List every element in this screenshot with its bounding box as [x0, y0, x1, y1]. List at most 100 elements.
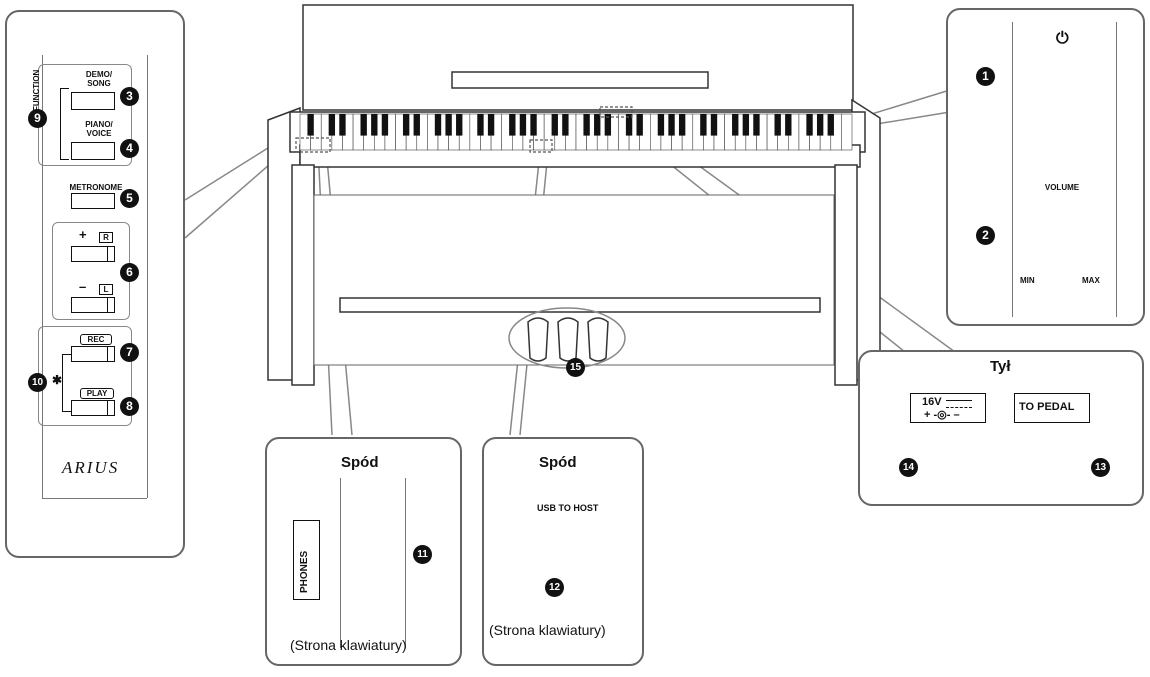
bluetooth-icon: ✱ [52, 373, 63, 387]
minus-label: – [79, 279, 87, 294]
black-key [583, 114, 590, 136]
white-key [841, 113, 853, 151]
black-key [413, 114, 420, 136]
keyboard-keys [299, 113, 853, 151]
callout-7: 7 [120, 343, 139, 362]
panel-side-line [42, 55, 43, 498]
black-key [625, 114, 633, 136]
panel-bottom-line [42, 498, 147, 499]
black-key [360, 114, 367, 136]
metronome-button[interactable] [71, 193, 115, 209]
black-key [657, 114, 665, 136]
music-rest [302, 4, 854, 111]
callout-8: 8 [120, 397, 139, 416]
black-key [774, 114, 781, 136]
usb-detail [482, 437, 644, 666]
tempo-down-button[interactable] [71, 297, 115, 313]
power-panel-line-2 [1116, 22, 1117, 317]
callout-5: 5 [120, 189, 139, 208]
black-key [519, 114, 527, 136]
black-key [434, 114, 442, 136]
function-label: FUNCTION [32, 69, 41, 111]
rec-play-bracket [62, 354, 71, 412]
piano-voice-button[interactable] [71, 142, 115, 160]
play-label: PLAY [80, 388, 114, 399]
callout-9: 9 [28, 109, 47, 128]
power-icon: ⏻ [1056, 30, 1069, 47]
power-panel-line [1012, 22, 1013, 317]
black-key [339, 114, 346, 136]
to-pedal-label: TO PEDAL [1019, 401, 1075, 413]
black-key [509, 114, 516, 136]
callout-1: 1 [976, 67, 995, 86]
volume-label: VOLUME [1044, 183, 1080, 192]
metronome-label: METRONOME [69, 183, 123, 192]
marker-boxes [295, 106, 633, 153]
black-key [487, 114, 495, 136]
pedals [527, 317, 609, 362]
black-key [710, 114, 718, 136]
callout-14: 14 [899, 458, 918, 477]
black-key [827, 114, 834, 136]
black-key [604, 114, 612, 136]
black-key [742, 114, 750, 136]
callout-13: 13 [1091, 458, 1110, 477]
black-key [530, 114, 537, 136]
black-key [371, 114, 378, 136]
callout-4: 4 [120, 139, 139, 158]
max-label: MAX [1082, 276, 1100, 285]
black-key [668, 114, 675, 136]
polarity-label: + -◎- – [924, 409, 960, 421]
power-volume-detail [946, 8, 1145, 326]
phones-label-box [293, 520, 320, 600]
r-label: R [99, 232, 113, 243]
usb-caption: (Strona klawiatury) [489, 622, 606, 638]
rear-title: Tył [990, 358, 1011, 375]
callout-12: 12 [545, 578, 564, 597]
usb-panel-title: Spód [539, 454, 577, 471]
dc-rating-box [910, 393, 986, 423]
black-key [732, 114, 739, 136]
black-key [816, 114, 824, 136]
function-bracket [60, 88, 69, 160]
piano-voice-label: PIANO/ VOICE [85, 120, 113, 138]
arius-logo: ARIUS [62, 458, 120, 477]
black-key [562, 114, 569, 136]
phones-line-1 [340, 478, 341, 648]
black-key [678, 114, 686, 136]
callout-3: 3 [120, 87, 139, 106]
black-key [402, 114, 410, 136]
phones-panel-title: Spód [341, 454, 379, 471]
black-key [753, 114, 760, 136]
phones-line-2 [405, 478, 406, 648]
black-key [806, 114, 813, 136]
callout-10: 10 [28, 373, 47, 392]
plus-label: + [79, 227, 87, 242]
black-key [785, 114, 792, 136]
black-key [307, 114, 314, 136]
callout-6: 6 [120, 263, 139, 282]
rec-label: REC [80, 334, 112, 345]
black-key [594, 114, 601, 136]
black-key [551, 114, 558, 136]
to-pedal-box [1014, 393, 1090, 423]
demo-song-button[interactable] [71, 92, 115, 110]
callout-11: 11 [413, 545, 432, 564]
tempo-up-button[interactable] [71, 246, 115, 262]
phones-caption: (Strona klawiatury) [290, 637, 407, 653]
rear-panel-detail [858, 350, 1144, 506]
black-key [445, 114, 452, 136]
black-key [700, 114, 707, 136]
black-key [456, 114, 463, 136]
min-label: MIN [1020, 276, 1035, 285]
l-label: L [99, 284, 113, 295]
black-key [477, 114, 484, 136]
callout-2: 2 [976, 226, 995, 245]
play-button[interactable] [71, 400, 115, 416]
usb-label: USB TO HOST [537, 503, 599, 513]
phones-label: PHONES [299, 550, 310, 593]
callout-15: 15 [566, 358, 585, 377]
rec-button[interactable] [71, 346, 115, 362]
black-key [381, 114, 389, 136]
dc-voltage-label: 16V [922, 396, 942, 408]
